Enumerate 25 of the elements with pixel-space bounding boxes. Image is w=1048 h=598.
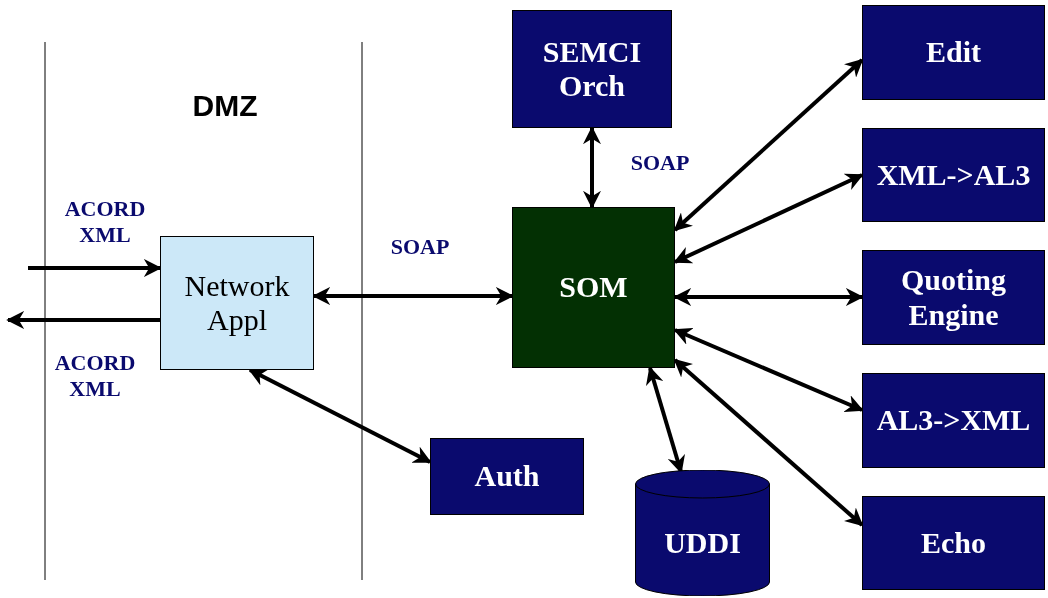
database-cylinder: UDDI: [635, 470, 770, 596]
process-box: AL3->XML: [862, 373, 1045, 468]
zone-label: DMZ: [191, 88, 259, 124]
arrow: [6, 311, 160, 329]
process-box: Quoting Engine: [862, 250, 1045, 345]
arrow: [673, 173, 864, 264]
process-box: XML->AL3: [862, 128, 1045, 222]
arrow: [673, 328, 864, 412]
process-box: Echo: [862, 496, 1045, 590]
arrow: [673, 358, 864, 527]
arrow: [312, 287, 514, 305]
arrow: [673, 288, 864, 306]
process-box: Auth: [430, 438, 584, 515]
process-box: Network Appl: [160, 236, 314, 370]
arrow: [28, 259, 162, 277]
arrow: [583, 126, 601, 209]
process-box: SEMCI Orch: [512, 10, 672, 128]
edge-label: SOAP: [629, 150, 691, 177]
process-box: SOM: [512, 207, 675, 368]
edge-label: ACORD XML: [63, 196, 147, 249]
edge-label: ACORD XML: [53, 350, 137, 403]
arrow: [673, 58, 864, 232]
process-box: Edit: [862, 5, 1045, 100]
edge-label: SOAP: [389, 234, 451, 261]
arrow: [248, 368, 432, 464]
